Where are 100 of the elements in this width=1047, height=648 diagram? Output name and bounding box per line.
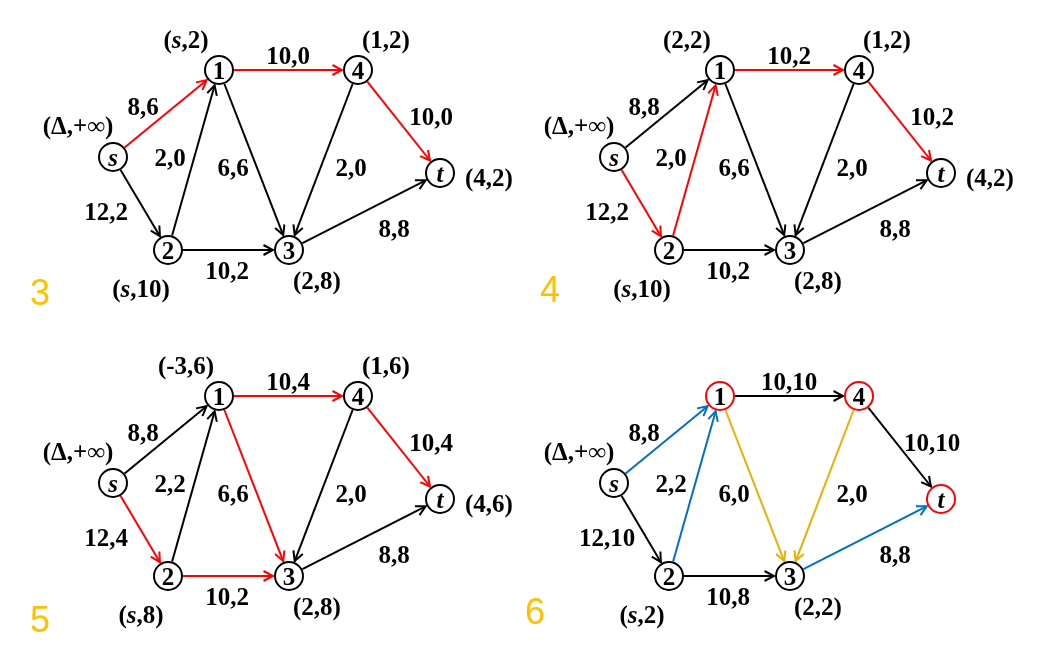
edge-label: 10,2	[205, 257, 249, 283]
graph-vertex: s	[98, 142, 128, 172]
edge-label: 6,6	[217, 154, 249, 180]
vertex-label: (2,8)	[293, 267, 341, 293]
graph-vertex: 1	[705, 381, 735, 411]
arrow	[366, 80, 431, 162]
arrow	[624, 405, 709, 475]
arrow	[802, 179, 928, 245]
edge-label: 10,2	[767, 42, 811, 68]
edge-label: 8,8	[378, 541, 410, 567]
arrow	[123, 79, 208, 149]
edge-label: 6,6	[718, 154, 750, 180]
panel-number: 4	[540, 272, 560, 308]
edge-label: 10,2	[910, 103, 954, 129]
arrow	[223, 409, 286, 563]
panel-number: 3	[30, 275, 50, 311]
arrow	[182, 570, 274, 582]
edge-label: 2,0	[836, 154, 868, 180]
graph-vertex: 3	[775, 561, 805, 591]
arrow	[233, 390, 343, 402]
graph-vertex: 2	[153, 235, 183, 265]
vertex-label: (s,10)	[112, 275, 170, 301]
graph-vertex: t	[926, 158, 956, 188]
graph-vertex: 4	[844, 381, 874, 411]
edge-label: 10,0	[409, 103, 453, 129]
edge-label: 8,6	[127, 93, 159, 119]
graph-vertex: s	[599, 142, 629, 172]
edge-label: 10,4	[266, 368, 310, 394]
edge-label: 10,10	[903, 429, 961, 455]
edge-label: 2,0	[335, 154, 367, 180]
arrow	[119, 494, 161, 564]
edge-label: 8,8	[127, 419, 159, 445]
edge-label: 10,0	[266, 42, 310, 68]
arrow	[620, 168, 662, 238]
arrow	[724, 409, 787, 563]
arrow	[292, 83, 354, 237]
graph-vertex: 3	[775, 235, 805, 265]
arrow	[793, 409, 855, 563]
vertex-label: (4,2)	[465, 164, 513, 190]
arrow	[123, 405, 208, 475]
graph-vertex: 4	[343, 381, 373, 411]
vertex-label: (s,8)	[118, 601, 164, 627]
arrow	[620, 494, 662, 564]
edge-label: 2,0	[655, 144, 687, 170]
edge-label: 10,2	[205, 583, 249, 609]
vertex-label: (2,2)	[663, 26, 711, 52]
graph-vertex: 3	[274, 561, 304, 591]
edge-label: 12,4	[84, 524, 128, 550]
arrow	[867, 406, 932, 488]
edge-label: 8,8	[628, 419, 660, 445]
edge-label: 8,8	[378, 215, 410, 241]
arrow	[734, 390, 844, 402]
arrow	[802, 505, 928, 571]
graph-vertex: t	[425, 158, 455, 188]
edge-label: 6,0	[718, 480, 750, 506]
vertex-label: (1,2)	[863, 26, 911, 52]
vertex-label: (Δ,+∞)	[42, 438, 114, 464]
edge-label: 10,10	[760, 368, 818, 394]
arrow	[223, 83, 286, 237]
edge-label: 10,2	[706, 257, 750, 283]
vertex-label: (1,6)	[362, 352, 410, 378]
graph-vertex: 3	[274, 235, 304, 265]
edge-label: 12,10	[578, 524, 636, 550]
vertex-label: (Δ,+∞)	[543, 438, 615, 464]
arrow	[672, 410, 719, 563]
panel-number: 6	[525, 594, 545, 630]
vertex-label: (s,2)	[619, 601, 665, 627]
edge-label: 2,0	[154, 144, 186, 170]
graph-vertex: 1	[204, 381, 234, 411]
edge-label: 12,2	[84, 198, 128, 224]
arrow	[301, 505, 427, 571]
arrow	[301, 179, 427, 245]
arrow	[366, 406, 431, 488]
edge-label: 6,6	[217, 480, 249, 506]
arrow	[724, 83, 787, 237]
vertex-label: (Δ,+∞)	[543, 112, 615, 138]
arrow	[672, 84, 719, 237]
arrow	[734, 64, 844, 76]
arrow	[867, 80, 932, 162]
vertex-label: (2,2)	[794, 593, 842, 619]
graph-vertex: 2	[654, 235, 684, 265]
graph-vertex: t	[425, 484, 455, 514]
vertex-label: (Δ,+∞)	[42, 112, 114, 138]
vertex-label: (s,2)	[163, 26, 209, 52]
graph-vertex: t	[926, 484, 956, 514]
edge-label: 2,0	[335, 480, 367, 506]
graph-vertex: s	[98, 468, 128, 498]
edge-label: 8,8	[628, 93, 660, 119]
graph-vertex: 1	[204, 55, 234, 85]
arrow	[171, 84, 218, 237]
edge-label: 2,2	[655, 470, 687, 496]
arrow	[793, 83, 855, 237]
arrow	[171, 410, 218, 563]
graph-vertex: 4	[844, 55, 874, 85]
arrow	[683, 244, 775, 256]
edge-label: 8,8	[879, 215, 911, 241]
edge-label: 12,2	[585, 198, 629, 224]
vertex-label: (2,8)	[794, 267, 842, 293]
graph-vertex: s	[599, 468, 629, 498]
arrow	[683, 570, 775, 582]
